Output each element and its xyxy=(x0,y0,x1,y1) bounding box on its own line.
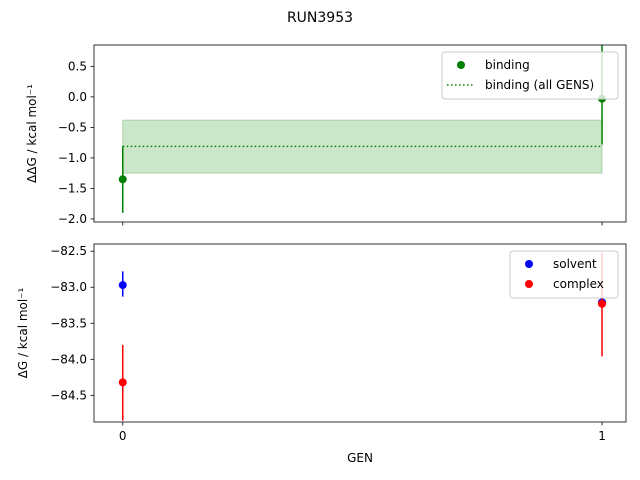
legend-frame xyxy=(441,51,619,100)
y-tick-label: −83.0 xyxy=(50,280,87,294)
legend-marker-complex xyxy=(525,280,533,288)
y-axis-label: ΔΔG / kcal mol⁻¹ xyxy=(25,84,39,183)
legend-label: binding (all GENS) xyxy=(485,78,594,92)
y-tick-label: −82.5 xyxy=(50,244,87,258)
panel-solvent-complex: −82.5 −83.0 −83.5 −84.0 −84.5 0 1 ΔG / kcal mol… xyxy=(16,243,627,465)
y-tick-label: −1.5 xyxy=(58,181,87,195)
y-tick-label: 0.5 xyxy=(68,59,87,73)
legend-frame xyxy=(509,250,619,299)
legend: solvent complex xyxy=(509,250,619,299)
legend-label: binding xyxy=(485,58,530,72)
axes-frame xyxy=(93,44,627,223)
y-tick-label: −0.5 xyxy=(58,120,87,134)
data-point-solvent-0 xyxy=(118,281,127,290)
legend: binding binding (all GENS) xyxy=(441,51,619,100)
legend-marker-solvent xyxy=(525,260,533,268)
y-tick-label: −83.5 xyxy=(50,316,87,330)
data-point-complex-0 xyxy=(118,378,127,387)
axes-frame xyxy=(93,243,627,423)
y-tick-label: 0.0 xyxy=(68,90,87,104)
y-tick-label: −84.0 xyxy=(50,352,87,366)
x-tick-label: 0 xyxy=(119,429,127,443)
y-tick-label: −1.0 xyxy=(58,151,87,165)
figure-title: RUN3953 xyxy=(287,10,353,26)
legend-label: complex xyxy=(553,277,604,291)
x-axis-label: GEN xyxy=(347,451,373,465)
legend-marker-binding xyxy=(457,61,465,69)
panel-binding: 0.5 0.0 −0.5 −1.0 −1.5 −2.0 ΔΔG / kcal mol⁻¹ bi… xyxy=(25,44,627,226)
y-tick-label: −84.5 xyxy=(50,388,87,402)
data-point-complex-1 xyxy=(598,299,607,308)
y-tick-label: −2.0 xyxy=(58,212,87,226)
legend-label: solvent xyxy=(553,257,597,271)
x-tick-label: 1 xyxy=(598,429,606,443)
uncertainty-band xyxy=(122,119,603,174)
y-axis-label: ΔG / kcal mol⁻¹ xyxy=(16,287,30,378)
data-point-binding-0 xyxy=(118,175,127,184)
